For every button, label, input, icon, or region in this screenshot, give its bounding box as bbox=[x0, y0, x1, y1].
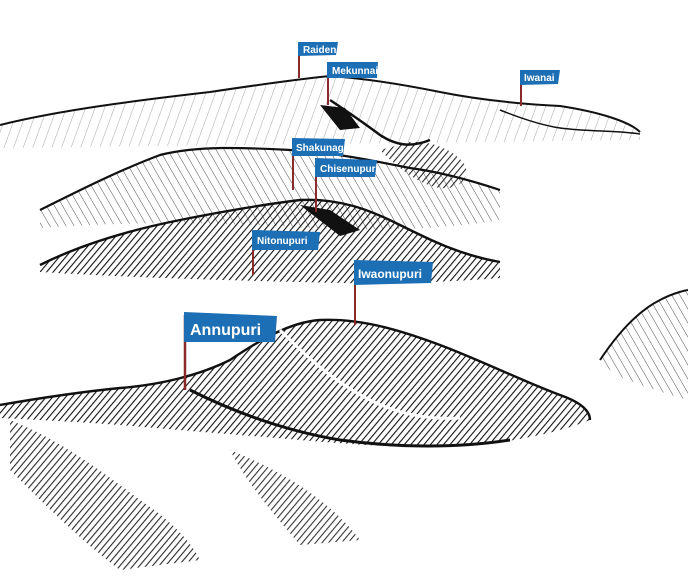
far-ridge bbox=[0, 74, 641, 148]
foreground-massif bbox=[0, 318, 592, 570]
flag-label-iwanai: Iwanai bbox=[524, 73, 555, 84]
flag-mekunnai: Mekunnai bbox=[327, 62, 378, 105]
flag-nitonupuri: Nitonupuri bbox=[252, 230, 320, 275]
flag-shakunage: Shakunage bbox=[292, 138, 350, 190]
flag-label-nitonupuri: Nitonupuri bbox=[257, 236, 308, 247]
flag-chisenupuri: Chisenupuri bbox=[315, 158, 379, 212]
flag-label-annupuri: Annupuri bbox=[190, 322, 261, 339]
flag-iwaonupuri: Iwaonupuri bbox=[354, 260, 433, 325]
flag-label-chisenupuri: Chisenupuri bbox=[320, 164, 379, 175]
flag-iwanai: Iwanai bbox=[520, 70, 560, 106]
flag-label-shakunage: Shakunage bbox=[296, 143, 350, 154]
middle-ridge bbox=[39, 141, 501, 230]
flag-label-iwaonupuri: Iwaonupuri bbox=[358, 267, 422, 281]
flag-label-raiden: Raiden bbox=[303, 45, 336, 56]
peak-flags: Raiden Mekunnai Iwanai Shakunage Chisenu… bbox=[183, 42, 560, 390]
flag-label-mekunnai: Mekunnai bbox=[332, 66, 378, 77]
flag-annupuri: Annupuri bbox=[183, 312, 277, 390]
right-ridge-sketch bbox=[599, 289, 688, 400]
flag-raiden: Raiden bbox=[298, 42, 338, 78]
